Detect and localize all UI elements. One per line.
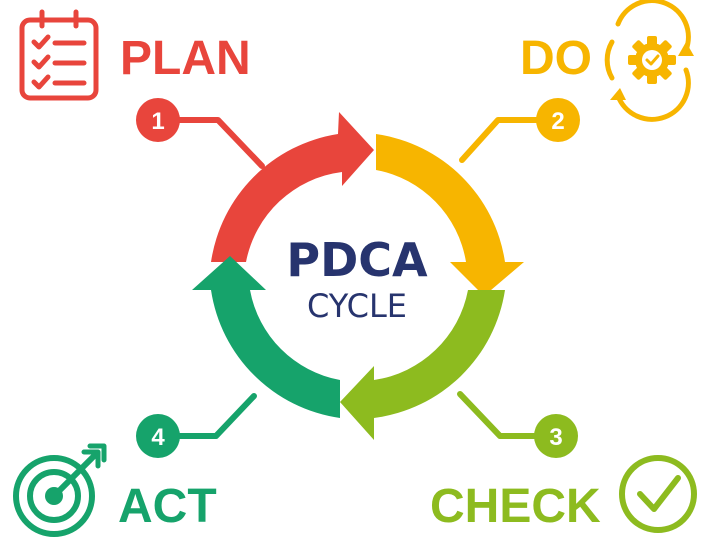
step-number-1: 1 xyxy=(151,108,164,135)
act-label: ACT xyxy=(118,480,217,533)
step-number-4: 4 xyxy=(151,424,165,451)
step-badge-4: 4 xyxy=(136,414,180,458)
cycle-ring xyxy=(192,112,524,440)
step-badge-2: 2 xyxy=(536,98,580,142)
do-label: DO xyxy=(520,32,592,85)
checklist-icon xyxy=(19,9,99,101)
step-number-2: 2 xyxy=(551,108,564,135)
step-badge-1: 1 xyxy=(136,98,180,142)
target-icon xyxy=(13,443,107,537)
check-arc-segment xyxy=(340,290,505,440)
center-title: PDCA xyxy=(286,233,428,287)
plan-label: PLAN xyxy=(120,32,251,85)
step-number-3: 3 xyxy=(549,424,562,451)
check-label: CHECK xyxy=(430,480,601,533)
plan-arc-segment xyxy=(211,112,374,262)
act-arc-segment xyxy=(192,256,340,418)
gear-cycle-icon xyxy=(604,0,694,122)
step-badge-3: 3 xyxy=(534,414,578,458)
check-circle-icon xyxy=(619,455,697,533)
do-arc-segment xyxy=(376,134,524,296)
center-subtitle: CYCLE xyxy=(307,287,407,325)
